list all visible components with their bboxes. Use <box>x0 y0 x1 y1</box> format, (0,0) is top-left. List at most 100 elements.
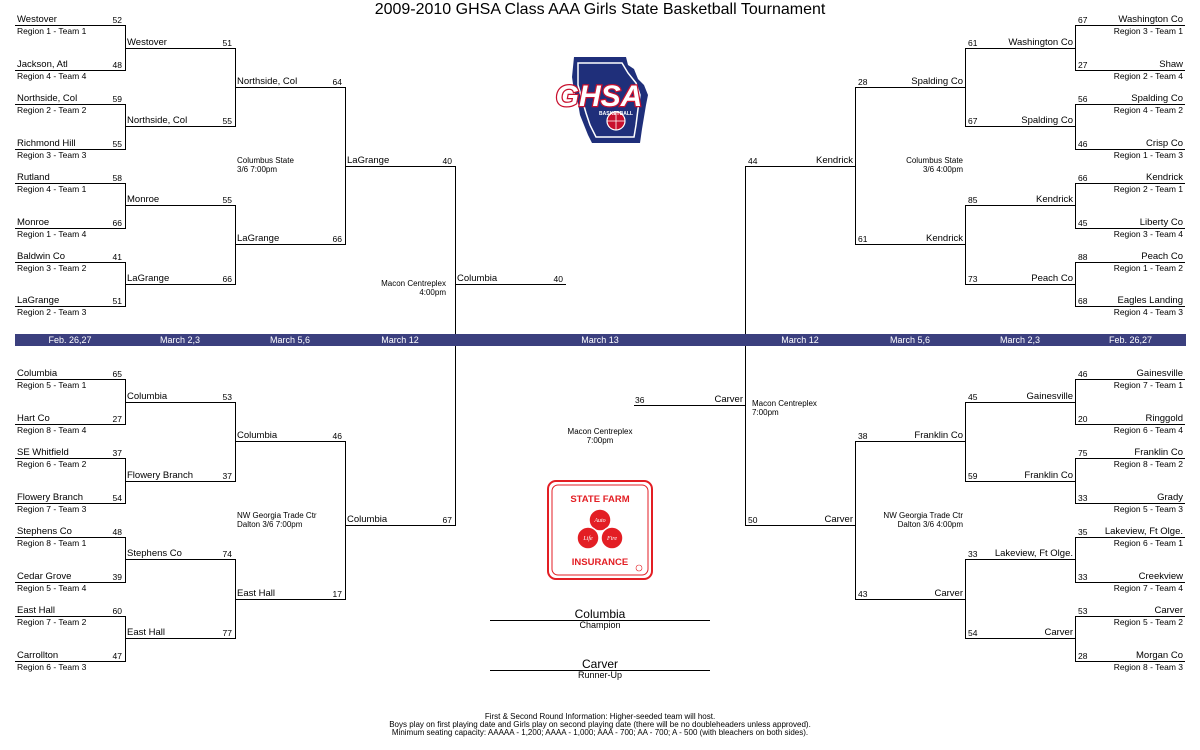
top-left-r1-slot-8-team-name: LaGrange <box>17 295 60 306</box>
top-right-r2-slot-4-team-name: Peach Co <box>1031 273 1073 284</box>
bottom-right-r1-slot-1-region: Region 7 - Team 1 <box>1113 380 1183 390</box>
bottom-right-r3-slot-1-line <box>855 441 965 442</box>
top-left-r1-slot-2-score: 48 <box>112 60 122 70</box>
bottom-right-r1-slot-6-team-name: Creekview <box>1138 571 1183 582</box>
bottom-left-r2-slot-2-team-name: Flowery Branch <box>127 470 193 481</box>
ghsa-logo-subtext: BASKETBALL <box>599 111 633 117</box>
top-left-r1-slot-2-line <box>15 70 125 71</box>
state-farm-top-text: STATE FARM <box>570 494 629 505</box>
top-right-r1-slot-4-score: 46 <box>1078 139 1088 149</box>
bottom-left-r1-slot-8-team-name: Carrollton <box>17 650 59 661</box>
bottom-right-r2-slot-3-score: 33 <box>968 549 978 559</box>
top-left-r1-slot-3-line <box>15 104 125 105</box>
bottom-right-r1-slot-2-line <box>1075 424 1185 425</box>
top-right-r2-slot-4-line <box>965 284 1075 285</box>
bottom-left-r2-slot-4-score: 77 <box>222 628 232 638</box>
top-right-r1-slot-7-team-name: Peach Co <box>1141 251 1183 262</box>
bottom-left-r2-slot-3-line <box>125 559 235 560</box>
bottom-right-r1-slot-6-region: Region 7 - Team 4 <box>1113 583 1183 593</box>
bottom-right-r2-slot-4-line <box>965 638 1075 639</box>
bottom-left-r1-slot-6-line <box>15 582 125 583</box>
bottom-left-r1-slot-3-score: 37 <box>112 448 122 458</box>
bottom-left-r1-slot-1-region: Region 5 - Team 1 <box>17 380 87 390</box>
top-left-r1-connector-3 <box>125 183 126 229</box>
top-left-r1-slot-7-team-name: Baldwin Co <box>17 251 66 262</box>
state-farm-logo: STATE FARM Auto Life Fire INSURANCE <box>547 480 653 580</box>
top-left-r2-slot-3-line <box>125 205 235 206</box>
top-left-r2-slot-4-team-name: LaGrange <box>127 273 170 284</box>
top-right-r1-slot-4-team-name: Crisp Co <box>1146 138 1183 149</box>
top-right-r1-slot-5-line <box>1075 183 1185 184</box>
bottom-left-r3-slot-1-line <box>235 441 345 442</box>
bottom-right-r1-slot-3-score: 75 <box>1078 448 1088 458</box>
bottom-right-r2-connector-1 <box>965 402 966 482</box>
bottom-left-r1-slot-2-line <box>15 424 125 425</box>
top-left-r4-slot-1-line <box>345 166 455 167</box>
state-farm-bottom-text: INSURANCE <box>572 557 628 568</box>
round-date-right-4: March 12 <box>781 335 819 345</box>
bottom-right-r1-slot-8-score: 28 <box>1078 651 1088 661</box>
top-right-r2-slot-1-score: 61 <box>968 38 978 48</box>
bottom-left-r1-slot-6-score: 39 <box>112 572 122 582</box>
top-left-r1-slot-6-team-name: Monroe <box>17 217 50 228</box>
top-left-r1-slot-8-region: Region 2 - Team 3 <box>17 307 87 317</box>
bottom-left-r2-slot-1-score: 53 <box>222 392 232 402</box>
bottom-right-r1-slot-1-line <box>1075 379 1185 380</box>
top-left-r3-slot-1-line <box>235 87 345 88</box>
left-semifinal-connector <box>455 166 456 526</box>
top-left-r2-slot-4-score: 66 <box>222 274 232 284</box>
footer-line-1: First & Second Round Information: Higher… <box>484 712 716 721</box>
top-right-r3-slot-1-score: 28 <box>858 77 868 87</box>
top-right-r2-slot-2-line <box>965 126 1075 127</box>
right-semifinal-venue-line-1: Macon Centreplex <box>752 399 817 408</box>
top-right-r2-slot-3-score: 85 <box>968 195 978 205</box>
top-right-r2-slot-2-team-name: Spalding Co <box>1021 115 1073 126</box>
top-right-r4-slot-1-score: 44 <box>748 156 758 166</box>
bottom-left-r1-slot-7-team-name: East Hall <box>17 605 56 616</box>
runner-up-name: Carver <box>581 657 618 671</box>
bottom-right-r2-slot-3-line <box>965 559 1075 560</box>
bottom-right-r1-slot-1-score: 46 <box>1078 369 1088 379</box>
bottom-left-r1-slot-7-score: 60 <box>112 606 122 616</box>
top-right-r1-slot-5-team-name: Kendrick <box>1146 172 1183 183</box>
top-left-r1-connector-2 <box>125 104 126 150</box>
bottom-right-r2-slot-2-team-name: Franklin Co <box>1024 470 1073 481</box>
top-right-r1-slot-7-line <box>1075 262 1185 263</box>
top-right-r3-slot-2-team-name: Kendrick <box>926 233 963 244</box>
top-left-r1-slot-4-line <box>15 149 125 150</box>
bottom-right-r4-slot-1-team-name: Carver <box>824 514 853 525</box>
top-left-venue-line-2: 3/6 7:00pm <box>237 165 278 174</box>
bottom-right-r1-slot-4-region: Region 5 - Team 3 <box>1113 504 1183 514</box>
left-semifinal-venue-line-2: 4:00pm <box>419 288 446 297</box>
top-right-r1-slot-7-score: 88 <box>1078 252 1088 262</box>
bottom-right-r1-slot-2-region: Region 6 - Team 4 <box>1113 425 1183 435</box>
final-venue-line-2: 7:00pm <box>586 436 614 445</box>
top-right-r3-slot-2-line <box>855 244 965 245</box>
top-left-r1-slot-1-score: 52 <box>112 15 122 25</box>
champion-label: Champion <box>579 620 621 630</box>
top-left-r1-slot-6-line <box>15 228 125 229</box>
round-date-right-2: March 2,3 <box>999 335 1041 345</box>
top-left-venue-line-1: Columbus State <box>237 156 294 165</box>
bottom-right-r1-slot-4-score: 33 <box>1078 493 1088 503</box>
bottom-left-r1-slot-5-region: Region 8 - Team 1 <box>17 538 87 548</box>
top-left-r3-slot-2-score: 66 <box>332 234 342 244</box>
top-right-r1-connector-2 <box>1075 104 1076 150</box>
left-semifinal-winner-score: 40 <box>553 274 563 284</box>
bottom-left-r1-slot-8-score: 47 <box>112 651 122 661</box>
top-left-r3-slot-2-line <box>235 244 345 245</box>
top-left-r2-slot-3-score: 55 <box>222 195 232 205</box>
top-right-r1-slot-4-region: Region 1 - Team 3 <box>1113 150 1183 160</box>
bottom-left-r2-slot-4-team-name: East Hall <box>127 627 166 638</box>
top-left-r1-slot-1-region: Region 1 - Team 1 <box>17 26 87 36</box>
top-left-r2-slot-2-team-name: Northside, Col <box>127 115 188 126</box>
ghsa-basketball-logo: GHSA BASKETBALL <box>554 57 648 143</box>
bottom-left-r1-slot-6-region: Region 5 - Team 4 <box>17 583 87 593</box>
bottom-left-r1-slot-3-region: Region 6 - Team 2 <box>17 459 87 469</box>
top-left-r1-slot-8-score: 51 <box>112 296 122 306</box>
bottom-right-venue-line-1: NW Georgia Trade Ctr <box>883 511 963 520</box>
bottom-left-r2-slot-4-line <box>125 638 235 639</box>
